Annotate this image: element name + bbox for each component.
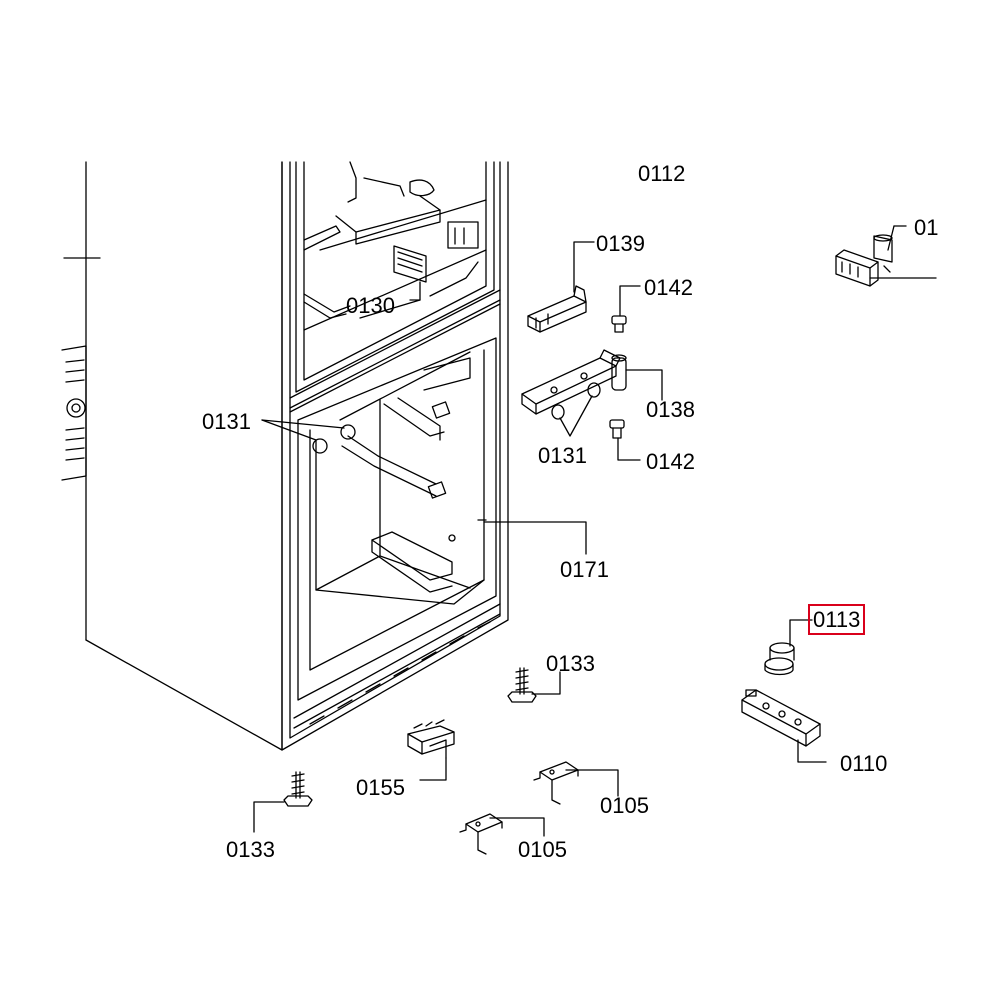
part-0113-bush xyxy=(764,619,813,676)
part-0133-feet xyxy=(253,667,561,833)
cabinet-body xyxy=(85,161,509,751)
part-0142-screws xyxy=(609,285,641,461)
label-part-0131-left: 0131 xyxy=(202,409,251,434)
part-top-right-connector xyxy=(835,225,937,287)
label-part-0133-right: 0133 xyxy=(546,651,595,676)
label-part-01: 01 xyxy=(914,215,939,240)
label-part-0138: 0138 xyxy=(646,397,695,422)
part-0105-brackets xyxy=(459,761,619,855)
upper-compartment-interior xyxy=(303,161,487,331)
label-part-0142-bottom: 0142 xyxy=(646,449,695,474)
label-part-0113-highlighted: 0113 xyxy=(808,604,866,635)
part-0131-plugs xyxy=(261,382,601,441)
lower-compartment-interior xyxy=(312,357,487,593)
label-part-0142-top: 0142 xyxy=(644,275,693,300)
left-side-panel xyxy=(61,161,101,641)
label-part-0112: 0112 xyxy=(638,161,686,186)
part-0138-hinge-bracket xyxy=(521,349,663,415)
leader-lines-cabinet xyxy=(409,281,587,555)
label-part-0155: 0155 xyxy=(356,775,405,800)
label-part-0131-right: 0131 xyxy=(538,443,587,468)
label-part-0105-left: 0105 xyxy=(518,837,567,862)
label-part-0105-right: 0105 xyxy=(600,793,649,818)
part-0155-clip xyxy=(407,719,455,781)
label-part-0133-left: 0133 xyxy=(226,837,275,862)
part-0139-hinge-cover xyxy=(527,241,595,333)
label-part-0130: 0130 xyxy=(346,293,395,318)
label-part-0139: 0139 xyxy=(596,231,645,256)
part-0110-bottom-hinge xyxy=(741,689,827,763)
label-part-0171: 0171 xyxy=(560,557,609,582)
label-part-0110: 0110 xyxy=(840,751,888,776)
